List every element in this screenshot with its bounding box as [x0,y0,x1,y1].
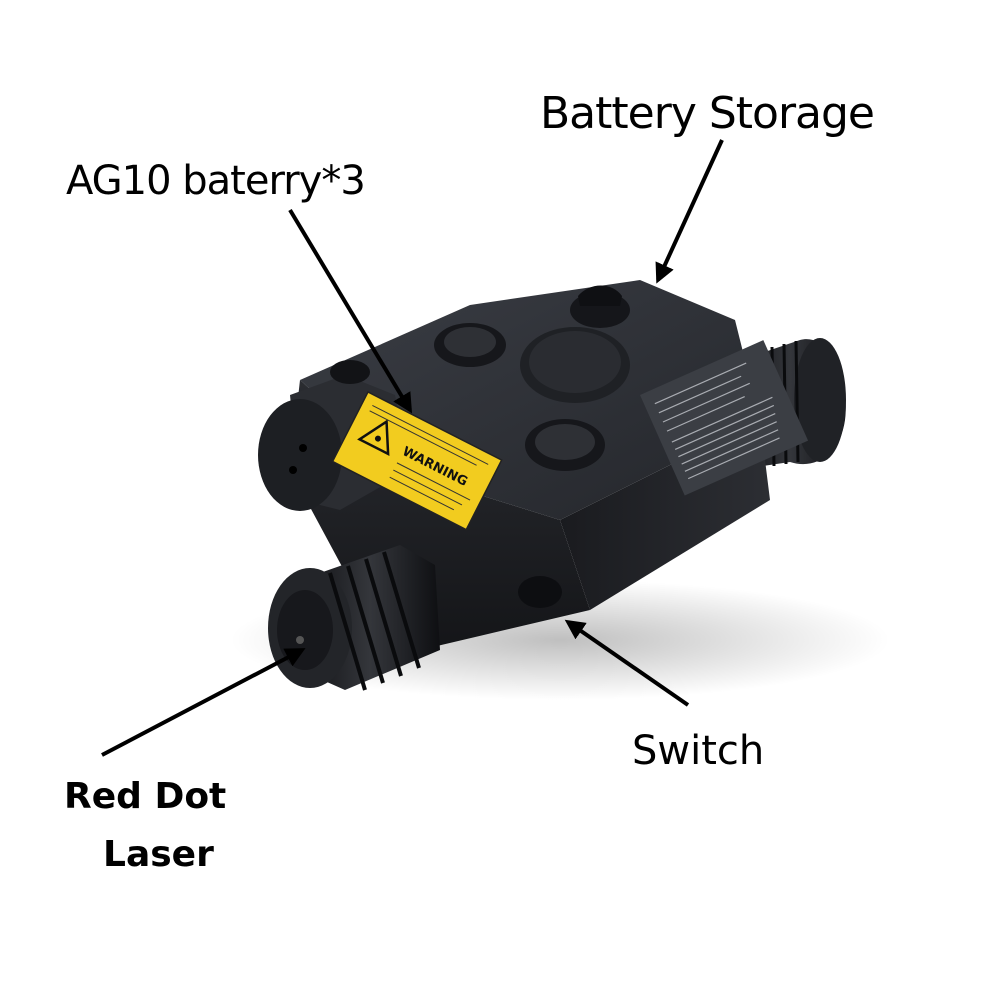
small-button [330,360,370,384]
warning-label: WARNING [331,390,503,531]
adjustment-dial-bottom [525,419,605,471]
battery-storage-hatch [520,327,630,403]
adjustment-dial-top [434,323,506,367]
laser-aperture [258,399,342,511]
callout-arrows [101,139,724,757]
callout-red-dot: Red Dot [64,776,227,817]
arrow-battery-storage [655,139,724,284]
callout-laser: Laser [103,834,214,875]
spec-plate [640,340,809,496]
arrow-ag10-battery [288,208,413,414]
callout-switch: Switch [632,728,765,774]
arrow-red-dot-laser [101,648,306,757]
callout-ag10-battery: AG10 baterry*3 [66,158,366,204]
callout-battery-storage: Battery Storage [540,88,875,139]
switch-knob [518,576,562,608]
arrow-switch [564,619,690,707]
battery-screw-cap [570,285,630,328]
